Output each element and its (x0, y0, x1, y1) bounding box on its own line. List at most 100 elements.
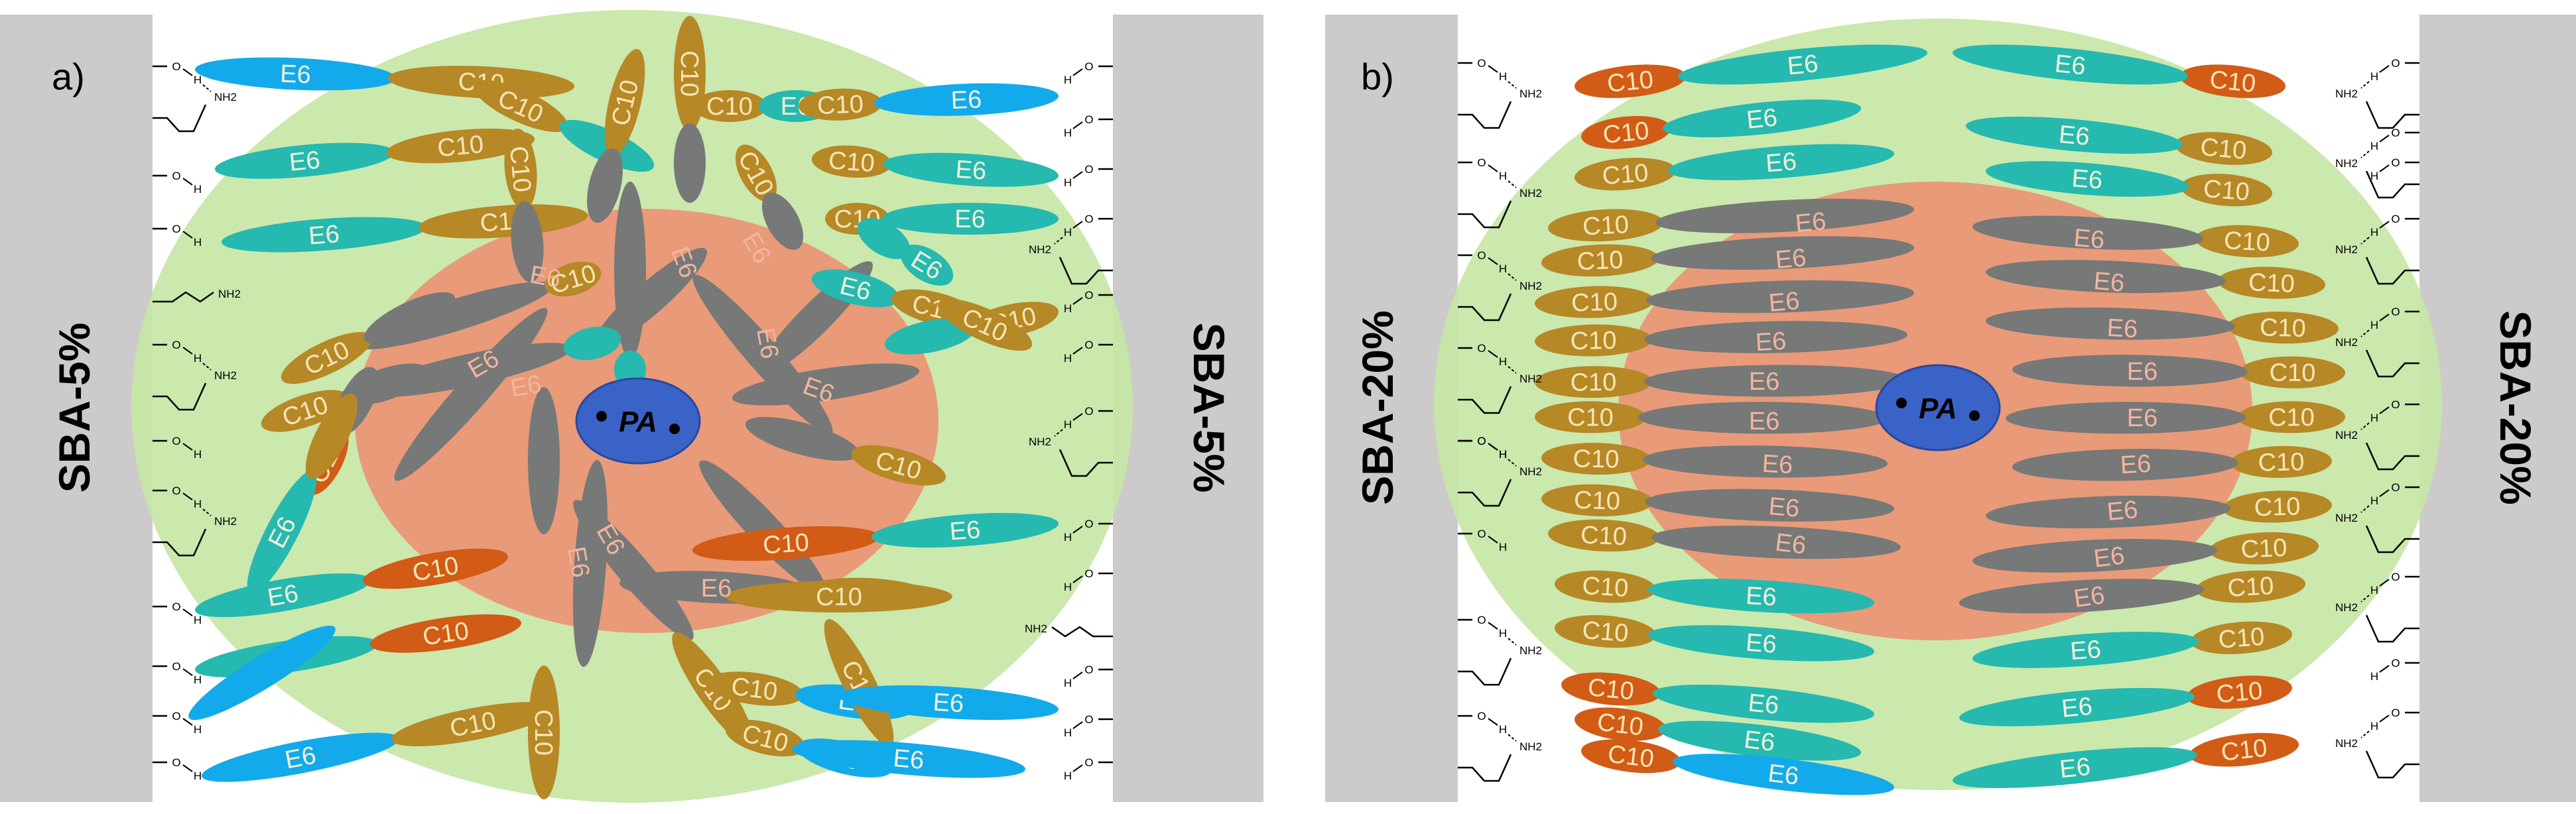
c10-segment (363, 548, 508, 589)
ligand: C10 (1534, 365, 1907, 398)
c10-segment (692, 526, 879, 561)
c10-label: C10 (816, 583, 862, 611)
e6-label: E6 (288, 146, 321, 177)
ligand: E6 (247, 393, 358, 594)
e6-segment (883, 152, 1059, 187)
e6-label: E6 (2072, 581, 2106, 613)
e6-segment (881, 203, 1059, 235)
svg-text:O: O (2391, 156, 2400, 169)
c10-segment (1574, 157, 1677, 191)
svg-text:O: O (1084, 213, 1093, 225)
e6-segment (792, 740, 1025, 778)
hydrophobic-segment (674, 123, 706, 203)
e6-label: E6 (1768, 493, 1801, 523)
svg-text:O: O (1084, 518, 1093, 530)
hydroxyl-icon: OH (1458, 528, 1507, 553)
ligand: C10 (1972, 215, 2299, 258)
c10-segment (798, 88, 883, 121)
svg-text:O: O (172, 601, 180, 613)
e6-label: E6 (1773, 528, 1807, 559)
hydrophobic-segment (587, 148, 623, 223)
e6-segment (811, 269, 900, 308)
c10-segment (725, 719, 806, 757)
hydrophobic-segment (1644, 365, 1907, 397)
e6-label: E6 (279, 60, 311, 89)
c10-segment (2186, 675, 2293, 709)
svg-text:O: O (1084, 60, 1093, 73)
e6-segment (195, 573, 371, 618)
e6-label: E6 (2073, 224, 2106, 255)
ligand: C10 (528, 666, 560, 799)
ligand: C10 (2012, 355, 2346, 388)
hydrophobic-segment (2012, 449, 2238, 481)
hydrophobic-segment (2012, 355, 2248, 387)
c10-segment (2179, 64, 2286, 98)
e6-label: E6 (932, 689, 964, 719)
svg-text:O: O (1084, 756, 1093, 769)
ligand: C10 (1547, 198, 1914, 242)
e6-label: E6 (2071, 164, 2104, 195)
svg-text:NH2: NH2 (2335, 429, 2358, 441)
svg-text:H: H (2370, 584, 2378, 597)
c10-segment (2174, 132, 2273, 165)
ligand: C10 (1986, 260, 2326, 299)
svg-text:H: H (1064, 727, 1072, 739)
panel-a-label: a) (52, 56, 85, 97)
c10-label: C10 (1606, 66, 1654, 98)
e6-label: E6 (283, 741, 318, 774)
e6-label: E6 (954, 205, 985, 233)
svg-text:H: H (1499, 627, 1507, 640)
hydrophobic-segment (1651, 236, 1914, 270)
panel-b-right-surface-groups: OHNH2OHNH2OHNH2OHNH2OHNH2OHNH2OHNH2OHNH2… (2335, 57, 2419, 779)
c10-segment (2217, 266, 2326, 299)
e6-segment (857, 218, 911, 259)
c10-label: C10 (816, 90, 864, 120)
c10-segment (1574, 64, 1687, 98)
c10-segment (1534, 324, 1653, 357)
e6-segment (222, 217, 426, 253)
e6-segment (1953, 44, 2188, 85)
svg-text:NH2: NH2 (218, 288, 241, 300)
c10-label: C10 (2217, 623, 2266, 654)
hydrophobic-segment (761, 192, 804, 250)
ligand (573, 500, 694, 640)
e6-segment (1653, 684, 1874, 723)
e6-segment (563, 326, 621, 361)
ligand: C10 (2006, 401, 2345, 434)
hydrophobic-segment (745, 416, 860, 461)
ligand (188, 625, 336, 721)
c10-segment (1541, 484, 1653, 516)
e6-label: E6 (751, 325, 783, 361)
ligand (394, 308, 548, 481)
hydroxyl-icon: OH (153, 756, 202, 782)
hydroxyl-icon: OH (153, 435, 202, 461)
svg-text:NH2: NH2 (1519, 740, 1542, 753)
svg-text:O: O (172, 660, 180, 673)
c10-segment (1547, 519, 1660, 552)
svg-text:O: O (172, 339, 180, 351)
c10-label: C10 (1574, 487, 1621, 516)
pa-dot (669, 424, 680, 434)
svg-text:H: H (2370, 319, 2378, 331)
ligand (528, 387, 560, 534)
pa-core (575, 377, 701, 465)
svg-text:O: O (172, 485, 180, 497)
svg-text:O: O (2391, 127, 2400, 139)
e6-segment (1673, 754, 1894, 795)
c10-label: C10 (1567, 404, 1614, 432)
e6-segment (188, 625, 336, 721)
hydrophobic-segment (1643, 445, 1888, 478)
svg-text:H: H (1064, 770, 1072, 782)
c10-label: C10 (1571, 369, 1617, 396)
ligand: C10 (2012, 445, 2333, 481)
e6-label: E6 (2053, 50, 2087, 81)
